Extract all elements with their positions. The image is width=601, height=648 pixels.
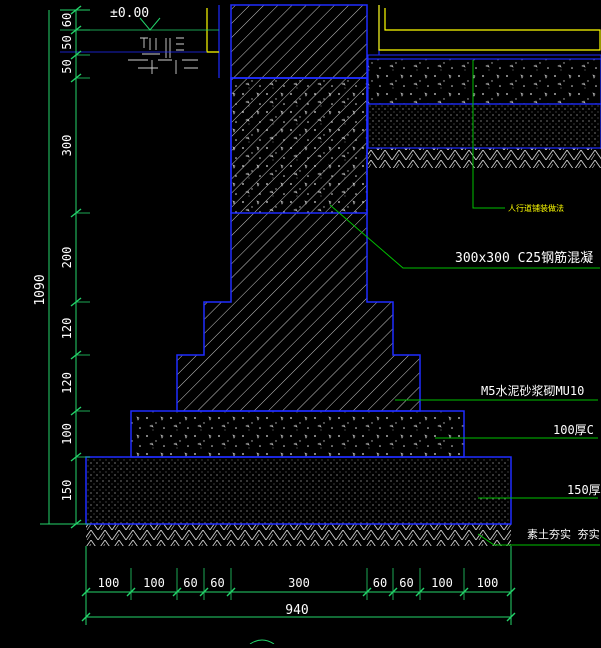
vertical-dim-label: 50 <box>60 59 74 73</box>
horizontal-dim-label: 300 <box>288 576 310 590</box>
left-paving <box>60 29 219 74</box>
vertical-dim-label: 120 <box>60 372 74 394</box>
vertical-dim-label: 50 <box>60 35 74 49</box>
leader-lines <box>329 60 600 546</box>
vertical-dim-label: 60 <box>60 13 74 27</box>
bottom-mark-arc <box>249 639 275 645</box>
vertical-dim-label: 100 <box>60 423 74 445</box>
horizontal-dim-label: 60 <box>399 576 413 590</box>
concrete-label: 100厚C <box>553 423 594 437</box>
sidewalk-concrete <box>367 58 601 105</box>
vertical-dim-label: 300 <box>60 135 74 157</box>
vertical-dim-label: 150 <box>60 480 74 502</box>
vertical-dim-label: 120 <box>60 318 74 340</box>
total-height-label: 1090 <box>33 274 48 305</box>
total-width-label: 940 <box>285 603 308 618</box>
cushion-layer <box>85 456 512 525</box>
elevation-marker: ±0.00 <box>110 6 161 31</box>
horizontal-dimension-ticks <box>81 568 516 622</box>
concrete-column <box>230 77 368 214</box>
right-finish-line <box>378 5 601 51</box>
soil-hatch-base <box>86 524 511 546</box>
vertical-dim-label: 200 <box>60 247 74 269</box>
sidewalk-label: 人行道铺装做法 <box>508 203 564 213</box>
horizontal-dimension-labels: 100 100 60 60 300 60 60 100 100 <box>98 576 499 590</box>
masonry-label: M5水泥砂浆砌MU10 <box>481 383 584 398</box>
horizontal-dim-label: 60 <box>183 576 197 590</box>
total-dim-tick <box>506 612 516 622</box>
sidewalk-base <box>367 103 601 149</box>
horizontal-dim-label: 100 <box>431 576 453 590</box>
total-dim-tick <box>81 612 91 622</box>
horizontal-dim-label: 60 <box>210 576 224 590</box>
elevation-label: ±0.00 <box>110 6 149 21</box>
horizontal-dim-label: 100 <box>98 576 120 590</box>
horizontal-dim-label: 100 <box>477 576 499 590</box>
cushion-label: 150厚 <box>567 483 601 497</box>
horizontal-dimensions <box>85 546 512 625</box>
soil-label: 素土夯实 夯实 <box>527 527 600 541</box>
horizontal-dim-label: 60 <box>373 576 387 590</box>
horizontal-dim-label: 100 <box>143 576 165 590</box>
concrete-layer <box>130 410 465 458</box>
vertical-dimension-labels: 60 50 50 300 200 120 120 100 150 <box>60 13 74 502</box>
soil-hatch-sidewalk <box>368 148 601 168</box>
column-label: 300x300 C25钢筋混凝 <box>455 250 593 266</box>
upper-wall <box>230 4 368 79</box>
vertical-dimension-ticks <box>70 5 90 529</box>
